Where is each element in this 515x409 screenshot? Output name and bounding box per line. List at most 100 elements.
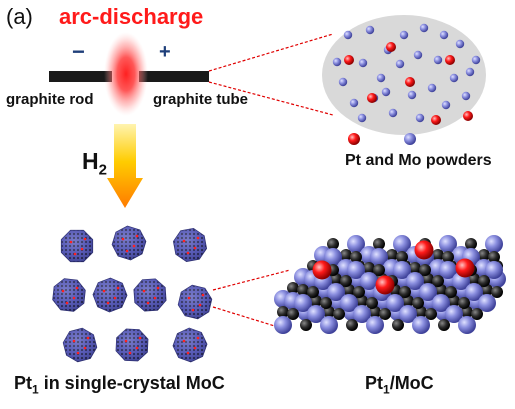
graphite-rod-label: graphite rod (6, 91, 94, 108)
mo-atom (320, 316, 338, 334)
mo-atom (407, 90, 417, 100)
pt-dot (146, 301, 150, 305)
mo-atom (343, 30, 353, 40)
pt-dot (116, 286, 120, 290)
mo-atom (455, 39, 465, 49)
mo-atom (419, 23, 429, 33)
mo-atom (412, 316, 430, 334)
left-caption-prefix: Pt (14, 373, 32, 393)
pt-dot (191, 308, 195, 312)
pt-dot (113, 296, 117, 300)
gas-subscript: 2 (98, 161, 107, 179)
pt-dot (73, 252, 77, 256)
powder-atoms (332, 23, 481, 125)
pt-dot (125, 249, 129, 253)
left-caption-suffix: in single-crystal MoC (38, 373, 225, 393)
pt-dot (186, 351, 190, 355)
pt-dot (196, 336, 200, 340)
c-atom (445, 286, 457, 298)
pt-single-atom (312, 260, 332, 280)
mo-atom (327, 283, 345, 301)
graphite-tube-label: graphite tube (153, 91, 249, 108)
c-atom (412, 297, 424, 309)
mo-atom (395, 59, 405, 69)
c-atom (399, 286, 411, 298)
c-atom (373, 238, 385, 250)
mo-atom (461, 91, 471, 101)
c-atom (277, 306, 289, 318)
c-atom (491, 286, 503, 298)
mo-atom (388, 108, 398, 118)
pt-dot (132, 244, 136, 248)
pt-dot (201, 293, 205, 297)
c-atom (333, 308, 345, 320)
nanoparticle-shading (173, 328, 207, 362)
right-caption-prefix: Pt (365, 373, 383, 393)
h2-flow-arrow (107, 124, 143, 208)
c-atom (287, 282, 299, 294)
mo-atom (347, 235, 365, 253)
c-atom (409, 262, 421, 274)
graphite-tube (139, 71, 209, 82)
anode-sign: + (159, 41, 171, 63)
c-atom (320, 297, 332, 309)
c-atom (432, 249, 444, 261)
mo-atom (307, 305, 325, 323)
pt-dot (83, 346, 87, 350)
c-atom (438, 319, 450, 331)
pt-single-atom (455, 258, 475, 278)
mo-atom (445, 305, 463, 323)
mo-atom (415, 113, 425, 123)
pt1-moc-crystal-model (274, 235, 506, 334)
nanoparticle-shading (178, 285, 212, 319)
pt-dot (69, 240, 73, 244)
mo-atom (294, 294, 312, 312)
pt-dot (86, 336, 90, 340)
gas-label: H2 (82, 148, 107, 179)
pt-dot (182, 339, 186, 343)
mo-atom (441, 100, 451, 110)
nanoparticle-shading (112, 226, 146, 260)
mo-atom (366, 316, 384, 334)
mo-atom (370, 248, 388, 266)
process-title: arc-discharge (59, 4, 204, 29)
mo-atom (433, 55, 443, 65)
pt-dot (193, 346, 197, 350)
mo-atom (347, 261, 365, 279)
pt-dot (138, 336, 142, 340)
left-caption-subscript: 1 (32, 382, 39, 397)
pt-dot (72, 339, 76, 343)
c-atom (419, 264, 431, 276)
c-atom (432, 275, 444, 287)
nanoparticle-shading (93, 278, 127, 312)
c-atom (340, 249, 352, 261)
pt-atom (431, 115, 441, 125)
zoom-connector-bottom (212, 269, 291, 328)
mo-atom (465, 283, 483, 301)
graphite-rod (49, 71, 112, 82)
nanoparticle-shading (173, 228, 207, 262)
pt-dot (128, 351, 132, 355)
c-atom (346, 319, 358, 331)
nanoparticle-grid (52, 225, 213, 363)
pt-dot (142, 289, 146, 293)
pt-dot (121, 237, 125, 241)
mo-atom (332, 57, 342, 67)
mo-atom (439, 30, 449, 40)
pt-dot (135, 234, 139, 238)
pt-dot (124, 339, 128, 343)
c-atom (363, 262, 375, 274)
c-atom (471, 308, 483, 320)
pt-atom (386, 42, 396, 52)
mo-atom (399, 30, 409, 40)
right-caption-subscript: 1 (383, 382, 390, 397)
right-caption-suffix: /MoC (389, 373, 434, 393)
arc-plasma-glow (104, 32, 148, 116)
mo-atom (338, 77, 348, 87)
mo-atom (349, 98, 359, 108)
mo-atom (376, 73, 386, 83)
c-atom (392, 319, 404, 331)
powders-label: Pt and Mo powders (345, 152, 492, 169)
pt-dot (135, 346, 139, 350)
